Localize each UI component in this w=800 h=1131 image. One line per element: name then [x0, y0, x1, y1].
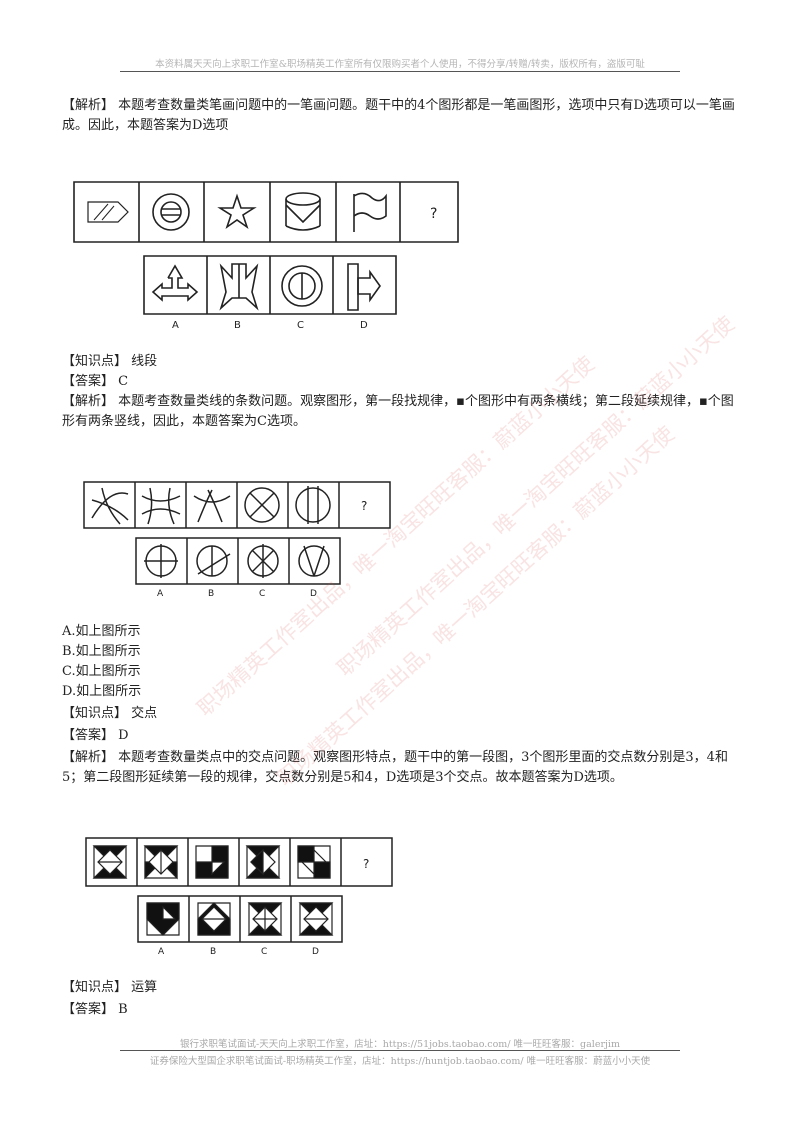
question-mark-2: ? — [361, 499, 367, 513]
figure3-label-c: C — [261, 947, 267, 957]
figure3-label-d: D — [312, 947, 319, 957]
option-c: C.如上图所示 — [62, 664, 141, 679]
figure2-label-d: D — [310, 589, 317, 599]
figure1-label-c: C — [297, 320, 304, 331]
analysis-2: 【解析】 本题考查数量类线的条数问题。观察图形，第一段找规律，▪个图形中有两条横… — [62, 394, 734, 429]
figure-lines-question: ? A B C D — [84, 482, 394, 599]
figure1-label-d: D — [360, 320, 368, 331]
option-b: B.如上图所示 — [62, 644, 141, 659]
footer-divider — [120, 1050, 680, 1051]
footer-line-2: 证券保险大型国企求职笔试面试-职场精英工作室，店址：https://huntjo… — [149, 1056, 651, 1067]
figure3-label-b: B — [210, 947, 216, 957]
answer-4: 【答案】 B — [62, 1002, 128, 1017]
analysis-3: 【解析】 本题考查数量类点中的交点问题。观察图形特点，题干中的第一段图，3个图形… — [62, 750, 728, 785]
figure1-label-b: B — [234, 320, 241, 331]
figure2-label-a: A — [157, 589, 164, 599]
figure-operation-question: ? A B C D — [86, 838, 398, 957]
answer-3: 【答案】 D — [62, 728, 129, 743]
question-mark-3: ? — [363, 857, 369, 871]
footer-line-1: 银行求职笔试面试-天天向上求职工作室，店址：https://51jobs.tao… — [180, 1039, 620, 1050]
figure3-label-a: A — [158, 947, 165, 957]
answer-2: 【答案】 C — [62, 374, 129, 389]
figure1-label-a: A — [172, 320, 179, 331]
option-d: D.如上图所示 — [62, 684, 142, 699]
knowledge-point-3: 【知识点】 交点 — [62, 706, 158, 721]
figure2-label-b: B — [208, 589, 214, 599]
knowledge-point-4: 【知识点】 运算 — [62, 980, 158, 995]
page-header-text: 本资料属天天向上求职工作室&职场精英工作室所有仅限购买者个人使用，不得分享/转赠… — [155, 59, 645, 70]
option-a: A.如上图所示 — [62, 624, 141, 639]
analysis-1: 【解析】 本题考查数量类笔画问题中的一笔画问题。题干中的4个图形都是一笔画图形，… — [62, 98, 735, 133]
figure-stroke-question: ? A B C D — [74, 182, 464, 331]
header-divider — [120, 71, 680, 72]
knowledge-point-2: 【知识点】 线段 — [62, 354, 158, 369]
figure2-label-c: C — [259, 589, 265, 599]
question-mark: ? — [430, 206, 437, 222]
